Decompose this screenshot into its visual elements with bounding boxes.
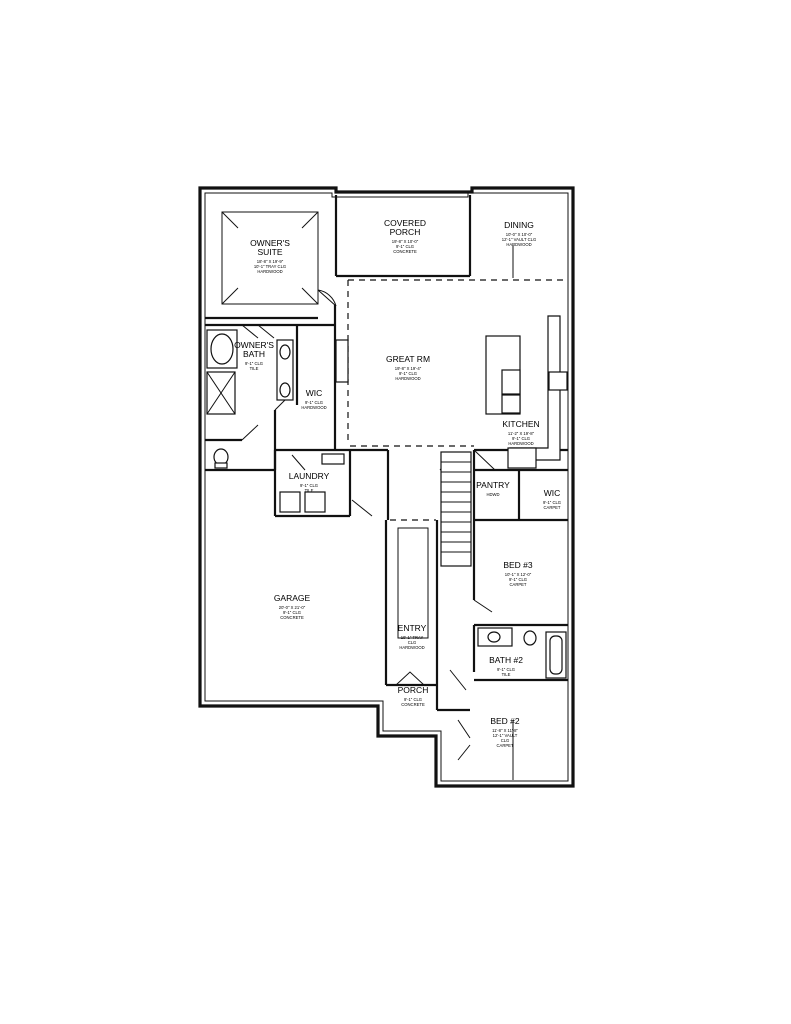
room-detail: 9'-1" CLG (404, 697, 422, 702)
exterior-walls (198, 186, 575, 788)
room-detail: 9'-1" CLG (305, 400, 323, 405)
room-name: GARAGE (274, 593, 311, 603)
stair-treads (441, 461, 471, 553)
room-pantry: PANTRY HDWD (476, 480, 510, 497)
room-detail: TILE (305, 488, 314, 493)
room-name: PORCH (398, 685, 429, 695)
room-detail: 11'-2" X 19'-8" (508, 431, 535, 436)
room-detail: HARDWOOD (257, 269, 282, 274)
room-name: BATH (243, 349, 265, 359)
room-detail: 9'-1" CLG (512, 436, 530, 441)
room-bed-2: BED #2 11'-8" X 11'-8"12'-1" VAULTCLGCARP… (490, 716, 520, 748)
room-name: DINING (504, 220, 534, 230)
interior-walls (205, 195, 568, 712)
room-name: WIC (306, 388, 323, 398)
room-name: OWNER'S (234, 340, 274, 350)
room-detail: CONCRETE (280, 615, 304, 620)
room-detail: 10'-0" X 10'-0" (506, 232, 533, 237)
room-detail: 20'-0" X 21'-0" (279, 605, 306, 610)
room-detail: 10'-1" TRAY CLG (254, 264, 286, 269)
room-detail: HARDWOOD (508, 441, 533, 446)
room-detail: CONCRETE (393, 249, 417, 254)
room-name: OWNER'S (250, 238, 290, 248)
room-detail: TILE (502, 672, 511, 677)
room-detail: 18'-8" X 19'-9" (257, 259, 284, 264)
room-detail: 9'-1" CLG (399, 371, 417, 376)
room-name: COVERED (384, 218, 426, 228)
fixtures (206, 315, 568, 679)
room-dining: DINING 10'-0" X 10'-0"12'-1" VAULT CLGHAR… (502, 220, 536, 247)
room-detail: CLG (501, 738, 510, 743)
room-detail: 9'-1" CLG (509, 577, 527, 582)
room-name: PANTRY (476, 480, 510, 490)
room-name: BED #3 (503, 560, 533, 570)
room-detail: 9'-1" CLG (300, 483, 318, 488)
room-detail: 12'-1" VAULT CLG (502, 237, 536, 242)
room-detail: HARDWOOD (301, 405, 326, 410)
room-name: KITCHEN (502, 419, 539, 429)
room-detail: 12'-1" VAULT (493, 733, 518, 738)
room-detail: 9'-1" CLG (497, 667, 515, 672)
room-detail: 10'-1" TRAY (401, 635, 424, 640)
ceiling-lines (221, 211, 568, 780)
room-detail: 11'-8" X 11'-8" (492, 728, 518, 733)
room-detail: CLG (408, 640, 417, 645)
room-name: LAUNDRY (289, 471, 330, 481)
room-detail: HARDWOOD (399, 645, 424, 650)
room-detail: CONCRETE (401, 702, 425, 707)
room-detail: 19'-8" X 10'-0" (392, 239, 419, 244)
room-detail: CARPET (497, 743, 514, 748)
room-detail: 10'-1" X 12'-0" (505, 572, 532, 577)
room-detail: 9'-1" CLG (396, 244, 414, 249)
room-detail: CARPET (510, 582, 527, 587)
room-detail: HDWD (486, 492, 499, 497)
room-name: BATH #2 (489, 655, 523, 665)
room-name: PORCH (390, 227, 421, 237)
room-detail: 19'-8" X 19'-4" (395, 366, 422, 371)
room-detail: CARPET (544, 505, 561, 510)
room-name: GREAT RM (386, 354, 430, 364)
room-detail: HARDWOOD (395, 376, 420, 381)
room-name: SUITE (257, 247, 282, 257)
room-detail: HARDWOOD (506, 242, 531, 247)
room-name: WIC (544, 488, 561, 498)
room-name: ENTRY (398, 623, 427, 633)
room-detail: 9'-1" CLG (245, 361, 263, 366)
room-name: BED #2 (490, 716, 520, 726)
room-detail: 9'-1" CLG (543, 500, 561, 505)
room-detail: 9'-1" CLG (283, 610, 301, 615)
room-detail: TILE (250, 366, 259, 371)
